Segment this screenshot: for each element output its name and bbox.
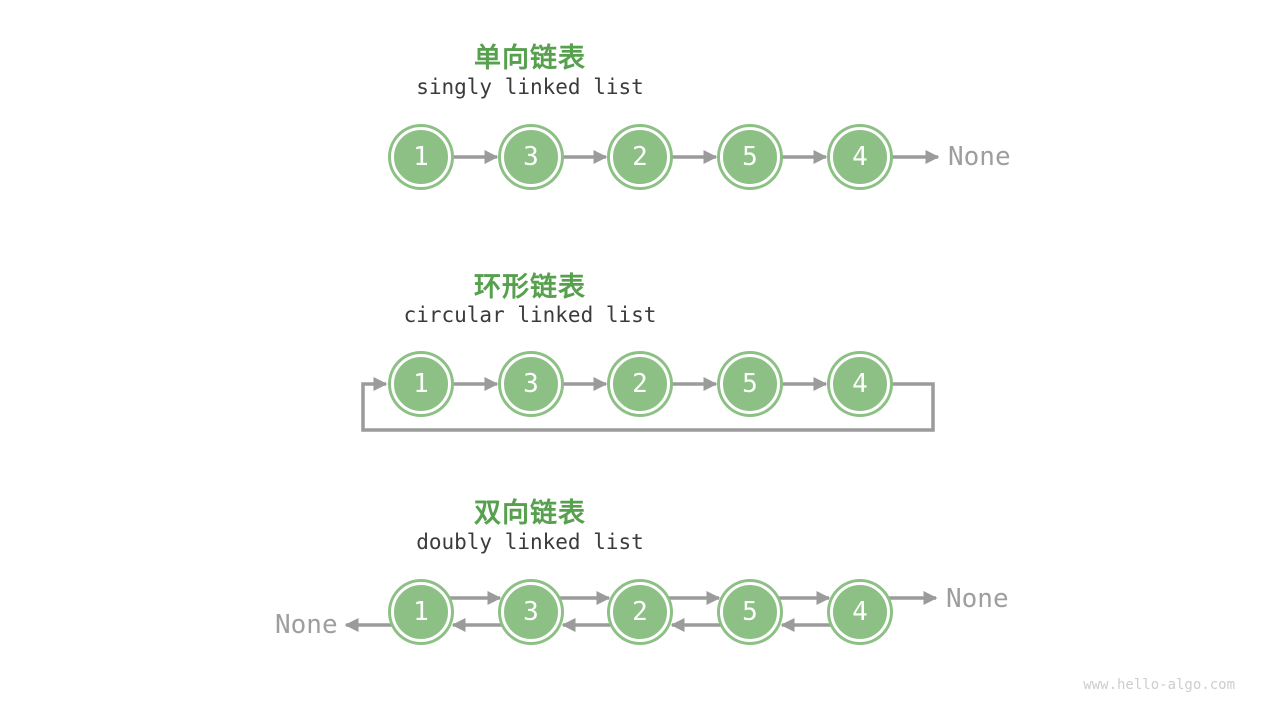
node-singly-2: 2 xyxy=(610,127,670,187)
none-label-doubly-head: None xyxy=(275,610,338,640)
node-value: 3 xyxy=(523,369,539,399)
node-value: 2 xyxy=(632,597,648,627)
section-title-singly: 单向链表 xyxy=(474,43,586,74)
node-singly-3: 5 xyxy=(720,127,780,187)
node-doubly-1: 3 xyxy=(501,582,561,642)
none-label-doubly-tail: None xyxy=(946,584,1009,614)
node-doubly-3: 5 xyxy=(720,582,780,642)
node-value: 1 xyxy=(413,142,429,172)
node-value: 1 xyxy=(413,597,429,627)
node-value: 5 xyxy=(742,597,758,627)
node-value: 3 xyxy=(523,597,539,627)
node-value: 5 xyxy=(742,142,758,172)
section-title-doubly: 双向链表 xyxy=(474,498,586,529)
node-doubly-2: 2 xyxy=(610,582,670,642)
node-value: 1 xyxy=(413,369,429,399)
none-label-singly-tail: None xyxy=(948,142,1011,172)
section-subtitle-singly: singly linked list xyxy=(416,75,644,99)
circular-arrows xyxy=(361,377,935,432)
section-subtitle-circular: circular linked list xyxy=(403,303,657,327)
node-circular-3: 5 xyxy=(720,354,780,414)
node-singly-0: 1 xyxy=(391,127,451,187)
section-subtitle-doubly: doubly linked list xyxy=(416,530,644,554)
node-singly-1: 3 xyxy=(501,127,561,187)
node-doubly-4: 4 xyxy=(830,582,890,642)
node-value: 5 xyxy=(742,369,758,399)
node-value: 4 xyxy=(852,597,868,627)
section-title-circular: 环形链表 xyxy=(474,272,586,303)
node-circular-1: 3 xyxy=(501,354,561,414)
node-value: 4 xyxy=(852,369,868,399)
node-value: 2 xyxy=(632,142,648,172)
node-value: 4 xyxy=(852,142,868,172)
loop-back-arrow-icon xyxy=(361,377,935,432)
node-circular-0: 1 xyxy=(391,354,451,414)
node-singly-4: 4 xyxy=(830,127,890,187)
node-circular-4: 4 xyxy=(830,354,890,414)
node-value: 2 xyxy=(632,369,648,399)
watermark: www.hello-algo.com xyxy=(1083,677,1235,693)
doubly-arrows xyxy=(344,591,938,632)
node-doubly-0: 1 xyxy=(391,582,451,642)
node-circular-2: 2 xyxy=(610,354,670,414)
node-value: 3 xyxy=(523,142,539,172)
